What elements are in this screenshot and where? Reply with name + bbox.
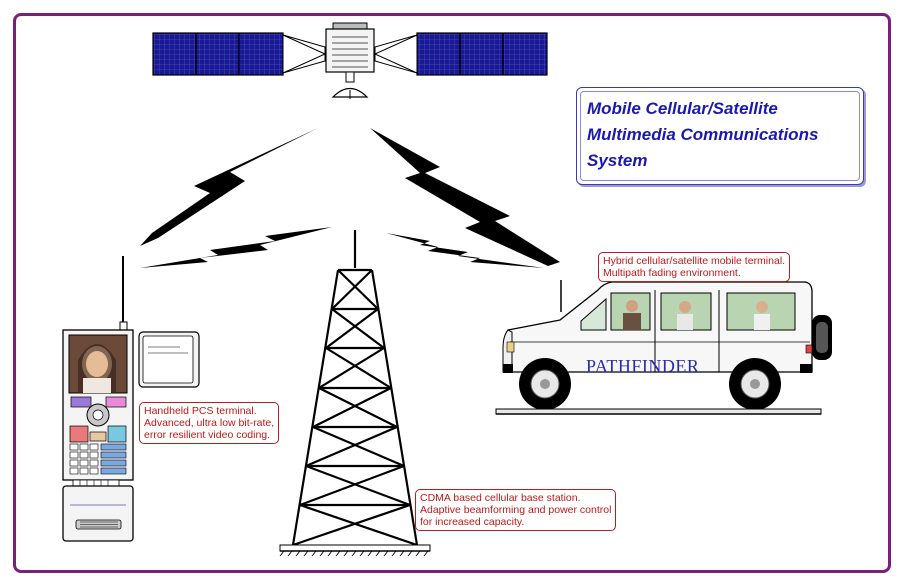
lightning-bolt-icon [140,128,560,268]
system-title-box: Mobile Cellular/Satellite Multimedia Com… [576,87,864,185]
handheld-callout-line-2: Advanced, ultra low bit-rate, [144,417,275,429]
base-station-callout-line-1: CDMA based cellular base station. [420,492,581,504]
base-station-callout: CDMA based cellular base station. Adapti… [415,489,617,531]
system-title-line-2: Multimedia Communications [587,125,819,144]
vehicle-callout-line-1: Hybrid cellular/satellite mobile termina… [603,255,786,267]
system-title-box-inner-border [580,91,860,181]
system-title-line-1: Mobile Cellular/Satellite [587,99,778,118]
vehicle-icon [495,280,832,415]
base-station-callout-line-2: Adaptive beamforming and power control [420,504,612,516]
handheld-callout-line-3: error resilient video coding. [144,429,271,441]
satellite-icon [152,22,548,99]
handheld-callout: Handheld PCS terminal. Advanced, ultra l… [139,402,280,444]
vehicle-callout-line-2: Multipath fading environment. [603,267,741,279]
tower-ground-hatch [279,550,429,557]
handheld-callout-line-1: Handheld PCS terminal. [144,405,257,417]
vehicle-callout: Hybrid cellular/satellite mobile termina… [598,252,791,282]
cell-tower-icon [279,230,431,552]
system-title-line-3: System [587,151,648,170]
vehicle-label: PATHFINDER [586,356,700,376]
phone-icon [62,256,200,542]
base-station-callout-line-3: for increased capacity. [420,516,525,528]
